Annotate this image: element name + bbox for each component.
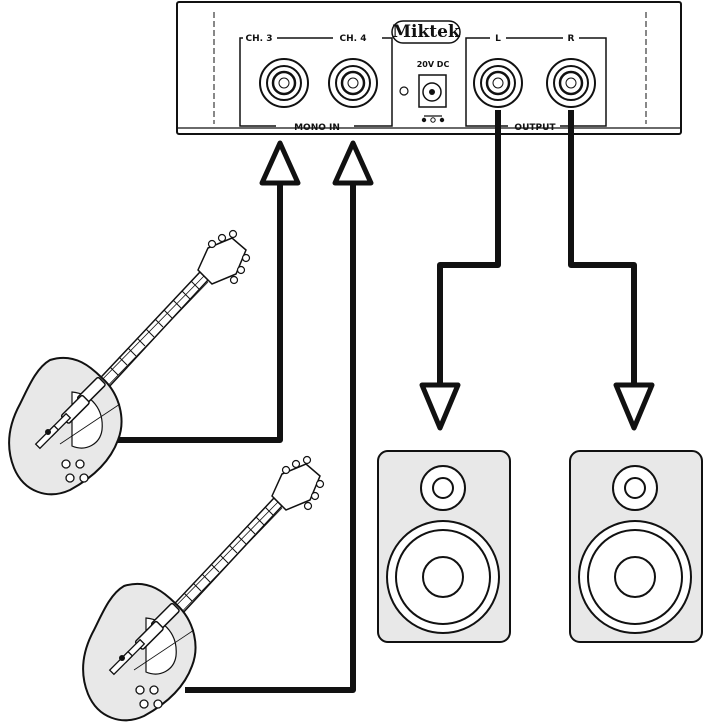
output-r-cable [568,110,655,431]
miktek-logo: Miktek [391,20,461,44]
output-r-label: R [568,34,575,44]
arrow-down-icon [419,382,461,431]
arrow-up-icon [259,140,301,186]
rear-panel: Miktek CH. 3 CH. 4 MONO IN 20V DC [176,1,682,135]
arrow-down-icon [613,382,655,431]
right-speaker-icon [569,450,703,643]
power-label: 20V DC [417,60,450,69]
output-l-label: L [495,34,501,44]
output-bracket [465,37,607,127]
output-r-jack [546,58,596,108]
dc-polarity-icon [421,115,445,123]
output-l-cable [419,110,501,431]
ch3-label: CH. 3 [246,34,273,44]
ch4-input-jack [328,58,378,108]
ch4-label: CH. 4 [340,34,367,44]
guitar-1-icon [8,229,251,496]
dc-power-jack [418,74,447,108]
output-label: OUTPUT [514,123,556,133]
arrow-up-icon [332,140,374,186]
ch4-input-cable [185,140,374,693]
left-speaker-icon [377,450,511,643]
mono-in-label: MONO IN [294,123,340,133]
guitar-2-icon [82,455,325,722]
ch3-input-cable [110,140,301,443]
brand-logo-text: Miktek [392,22,461,42]
ch3-input-jack [259,58,309,108]
output-l-jack [473,58,523,108]
power-led-icon [399,86,409,96]
